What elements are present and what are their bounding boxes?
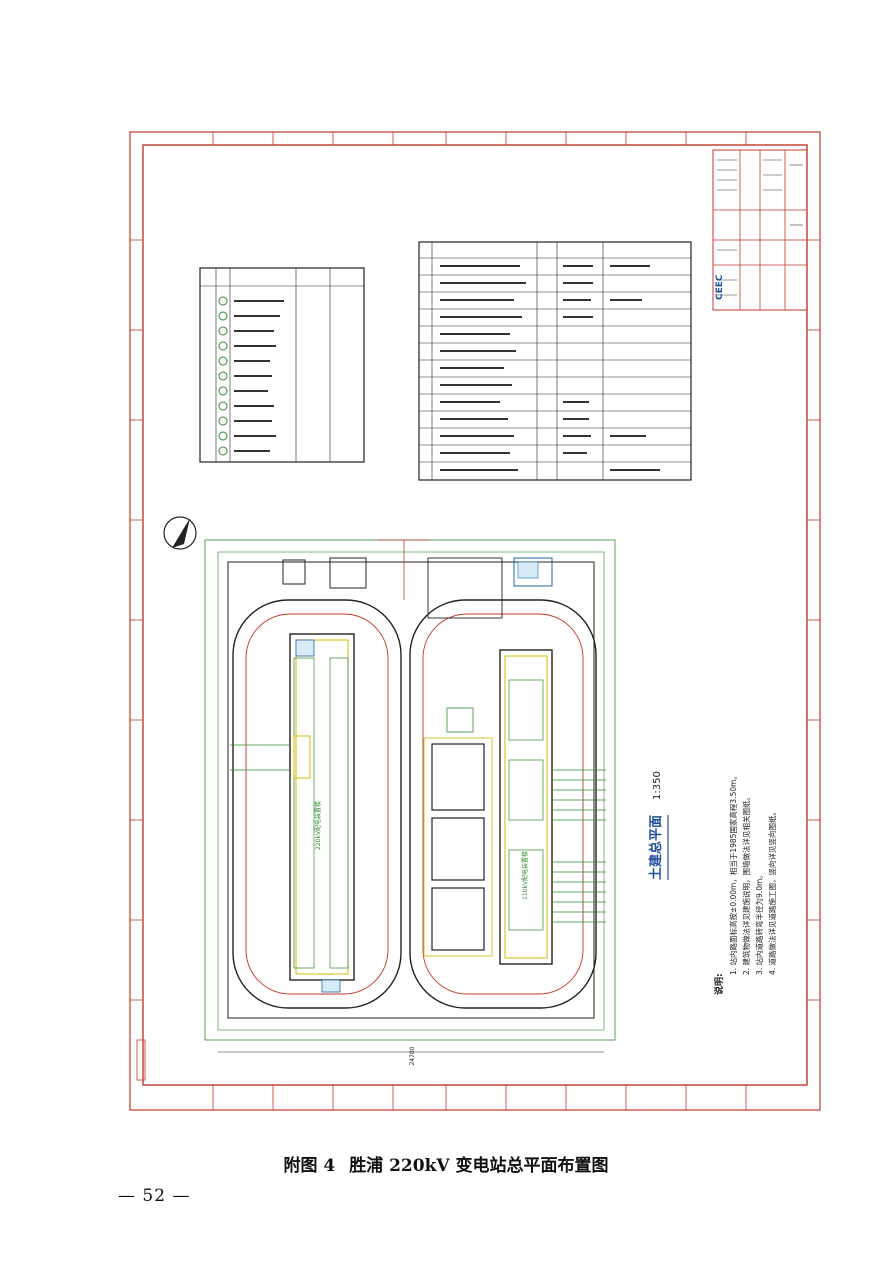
notes: 说明: 1. 站内路面标高按±0.00m，相当于1985国家高程3.50m。 2… — [713, 772, 777, 995]
building-110kv — [499, 649, 553, 965]
note-2: 2. 建筑物做法详见建施说明，围墙做法详见相关图纸。 — [741, 793, 751, 975]
overall-dimension: 24700 — [409, 1046, 416, 1065]
title-block: CEEC — [712, 149, 808, 311]
indicator-values — [440, 265, 660, 471]
legend-rows — [218, 296, 284, 456]
note-3: 3. 站内道路转弯半径为9.0m。 — [754, 871, 764, 975]
transformer-3 — [431, 887, 485, 951]
plan-title: 土建总平面 — [648, 815, 664, 880]
north-arrow-icon — [163, 516, 197, 550]
transformer-1 — [431, 743, 485, 811]
company-logo: CEEC — [715, 274, 725, 300]
indicator-table — [418, 241, 692, 481]
page-number: — 52 — — [118, 1186, 191, 1206]
figure-number: 附图 4 — [283, 1156, 336, 1176]
inner-frame — [142, 144, 808, 1086]
building-220kv-label: 220kV配电装置楼 — [314, 801, 322, 850]
notes-heading: 说明: — [713, 973, 725, 995]
figure-title: 胜浦 220kV 变电站总平面布置图 — [349, 1156, 609, 1176]
transformer-2 — [431, 817, 485, 881]
site-plan: 220kV配电装置楼 110kV配电装置楼 — [204, 539, 616, 1066]
border-ticks — [130, 132, 820, 1110]
figure-caption: 附图 4 胜浦 220kV 变电站总平面布置图 — [0, 1151, 892, 1176]
building-110kv-label: 110kV配电装置楼 — [521, 851, 529, 900]
legend-table — [199, 267, 365, 463]
plan-scale: 1:350 — [652, 771, 663, 800]
note-4: 4. 道路做法详见道路施工图，竖向详见竖向图纸。 — [767, 808, 777, 975]
note-1: 1. 站内路面标高按±0.00m，相当于1985国家高程3.50m。 — [728, 772, 738, 975]
corner-stamp — [136, 1039, 146, 1081]
